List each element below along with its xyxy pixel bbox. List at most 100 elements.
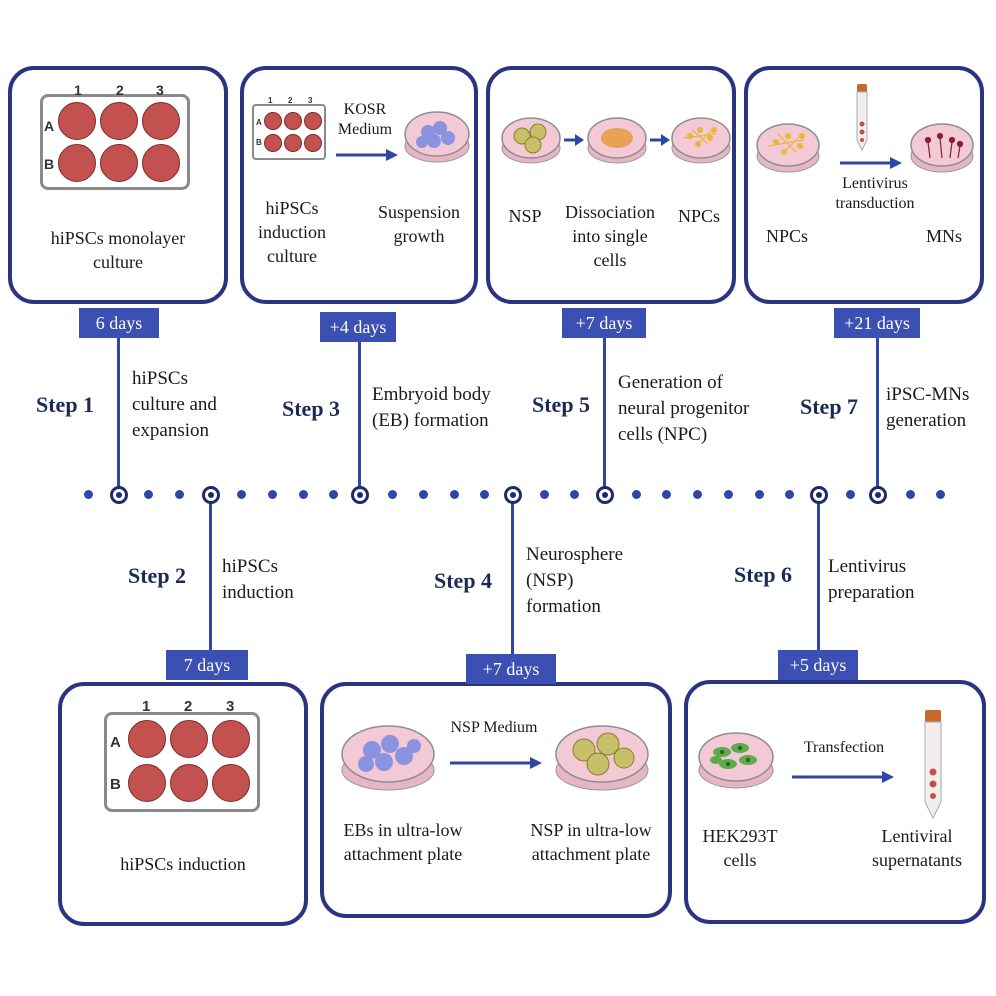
timeline-dot: [175, 490, 184, 499]
well: [212, 764, 250, 802]
step5-desc: Generation of neural progenitor cells (N…: [618, 372, 750, 445]
arrow-right-icon: [792, 771, 894, 783]
step3-box: 1 2 3 A B KOSR Medium hiPSCs induction c…: [240, 66, 478, 304]
nsp-dish-icon: [555, 725, 649, 791]
step5-label: Step 5: [532, 392, 591, 417]
step1-desc: hiPSCs culture and expansion: [132, 368, 217, 441]
well: [100, 144, 138, 182]
b5-dissociation-label: Dissociation into single cells: [565, 202, 655, 270]
plate-row-label: A: [256, 118, 262, 127]
step2-caption: hiPSCs induction: [120, 854, 246, 874]
arrow-right-icon: [840, 157, 902, 169]
timeline-dot: [480, 490, 489, 499]
well: [284, 134, 302, 152]
step4-box: NSP Medium EBs in ultra-low attachment p…: [320, 682, 672, 918]
timeline-dot: [84, 490, 93, 499]
lentivirus-tube-icon: [924, 710, 942, 820]
well: [284, 112, 302, 130]
step7-label: Step 7: [800, 394, 859, 419]
step1-box: 1 2 3 A B hiPSCs monolayer culture: [8, 66, 228, 304]
well: [212, 720, 250, 758]
plate-col-label: 1: [74, 82, 82, 98]
timeline-dot: [906, 490, 915, 499]
well: [170, 764, 208, 802]
connector-step5: [603, 338, 606, 494]
b3-right-label: Suspension growth: [377, 202, 460, 246]
plate-row-label: B: [256, 138, 262, 147]
plate-col-label: 3: [308, 96, 313, 105]
timeline-node-step3: [351, 486, 369, 504]
motor-neuron-dish-icon: [910, 123, 974, 173]
step3-desc: Embryoid body (EB) formation: [372, 384, 491, 431]
b6-right-label: Lentiviral supernatants: [872, 826, 962, 870]
plate-col-label: 3: [156, 82, 164, 98]
well: [100, 102, 138, 140]
well: [264, 134, 282, 152]
b5-nsp-label: NSP: [508, 206, 542, 226]
step2-desc: hiPSCs induction: [222, 556, 294, 603]
plate-col-label: 2: [116, 82, 124, 98]
connector-step1: [117, 338, 120, 494]
b7-right-label: MNs: [925, 226, 962, 246]
timeline-dot: [237, 490, 246, 499]
npc-dish-icon: [756, 123, 820, 173]
plate-col-label: 2: [184, 698, 193, 715]
arrow-right-icon: [450, 757, 542, 769]
lentivirus-tube-icon: [856, 84, 868, 152]
b3-left-label: hiPSCs induction culture: [258, 198, 326, 266]
arrow-right-icon: [564, 134, 584, 146]
timeline-dot: [724, 490, 733, 499]
timeline-dot: [144, 490, 153, 499]
duration-tag-step7: +21 days: [834, 308, 920, 338]
b7-arrow-label: Lentivirus transduction: [835, 175, 915, 212]
plate-col-label: 2: [288, 96, 293, 105]
eb-dish-icon: [341, 725, 435, 791]
timeline-dot: [450, 490, 459, 499]
well: [142, 102, 180, 140]
b7-left-label: NPCs: [765, 226, 809, 246]
single-cells-dish-icon: [587, 117, 647, 164]
step6-box: Transfection HEK293T cells Lentiviral su…: [684, 680, 986, 924]
timeline-dot: [693, 490, 702, 499]
step2-box: 1 2 3 A B hiPSCs induction: [58, 682, 308, 926]
duration-tag-step6: +5 days: [778, 650, 858, 680]
b4-left-label: EBs in ultra-low attachment plate: [343, 820, 463, 864]
timeline-dot: [662, 490, 671, 499]
connector-step3: [358, 342, 361, 494]
connector-step7: [876, 338, 879, 494]
b4-right-label: NSP in ultra-low attachment plate: [530, 820, 652, 864]
timeline-dot: [632, 490, 641, 499]
connector-step4: [511, 494, 514, 654]
step4-desc: Neurosphere (NSP) formation: [526, 544, 624, 617]
well: [170, 720, 208, 758]
step5-box: NSP Dissociation into single cells NPCs: [486, 66, 736, 304]
connector-step6: [817, 494, 820, 650]
b6-arrow-label: Transfection: [803, 739, 885, 756]
medium-label: NSP Medium: [450, 719, 538, 736]
step6-desc: Lentivirus preparation: [828, 556, 915, 603]
timeline-dot: [755, 490, 764, 499]
step1-label: Step 1: [36, 392, 95, 417]
duration-tag-step3: +4 days: [320, 312, 396, 342]
step4-label: Step 4: [434, 568, 493, 593]
plate-col-label: 1: [142, 698, 151, 715]
timeline-dot: [785, 490, 794, 499]
nsp-dish-icon: [501, 117, 561, 164]
step7-desc: iPSC-MNs generation: [886, 384, 970, 431]
timeline-dot: [846, 490, 855, 499]
hek293t-dish-icon: [698, 732, 774, 789]
duration-tag-step2: 7 days: [166, 650, 248, 680]
plate-row-label: B: [44, 156, 55, 172]
timeline-dot: [388, 490, 397, 499]
connector-step2: [209, 494, 212, 650]
timeline-dot: [936, 490, 945, 499]
well: [142, 144, 180, 182]
plate-6-well-small: 1 2 3 A B: [250, 96, 328, 164]
well: [128, 764, 166, 802]
b5-npcs-label: NPCs: [677, 206, 721, 226]
duration-tag-step1: 6 days: [79, 308, 159, 338]
plate-6-well: 1 2 3 A B: [98, 698, 268, 814]
arrow-right-icon: [336, 149, 398, 161]
timeline-dot: [268, 490, 277, 499]
timeline-node-step2: [202, 486, 220, 504]
